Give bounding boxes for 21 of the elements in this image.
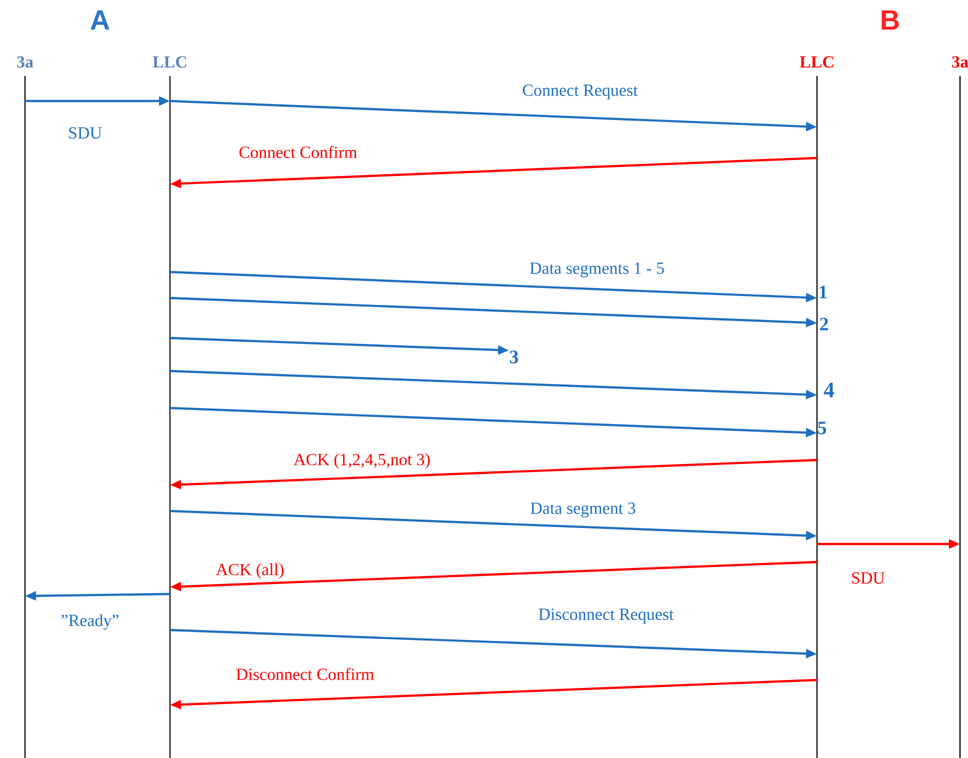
party-letter: A	[90, 10, 110, 30]
edge-label: ACK (1,2,4,5,not 3)	[292, 452, 432, 470]
edge-label: Disconnect Request	[537, 608, 675, 624]
edge-label: Connect Confirm	[238, 144, 358, 160]
edge-label: Data segment 3	[529, 502, 637, 518]
segment-number: 4	[824, 382, 834, 398]
segment-number: 1	[820, 286, 827, 298]
edge-label: Disconnect Confirm	[234, 666, 376, 682]
edge-label: ”Ready”	[60, 613, 120, 631]
edge-label: ACK (all)	[214, 562, 286, 580]
lifeline: LLC	[152, 56, 186, 758]
edge-label: SDU	[850, 571, 886, 585]
segment-number: 5	[818, 422, 826, 434]
edge-label: Data segments 1 - 5	[528, 262, 666, 278]
segment-number: 3	[510, 350, 518, 364]
edge-label: Connect Request	[521, 84, 639, 100]
lifeline: 3a	[952, 56, 968, 758]
lifeline: 3a	[17, 56, 34, 758]
party-letter: B	[882, 10, 899, 30]
edge-label: SDU	[67, 126, 103, 140]
segment-number: 2	[820, 318, 828, 330]
